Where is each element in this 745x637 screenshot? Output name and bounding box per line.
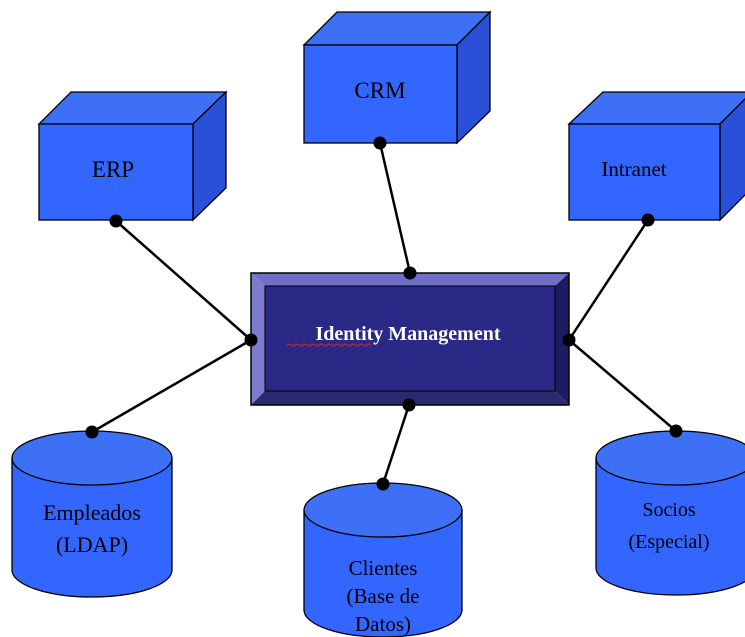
dot-hub-top <box>403 266 417 280</box>
intranet-box-front <box>568 123 721 221</box>
dot-empleados <box>85 425 99 439</box>
intranet-label: Intranet <box>601 157 666 181</box>
empleados-cylinder-top <box>11 430 173 486</box>
clientes-cylinder-top <box>303 482 463 538</box>
socios-cylinder-top <box>595 430 745 486</box>
connector-erp <box>115 220 252 341</box>
clientes-label-line2: (Base de <box>347 584 420 608</box>
socios-cylinder-body <box>595 458 745 596</box>
connector-empleados <box>91 338 252 434</box>
store-empleados: Empleados (LDAP) <box>11 430 173 598</box>
dot-intranet <box>641 213 655 227</box>
dot-erp <box>109 214 123 228</box>
erp-box-front <box>38 123 194 221</box>
connection-dots <box>85 136 683 491</box>
connector-crm <box>378 142 412 274</box>
connector-clientes <box>381 404 411 485</box>
empleados-label-line2: (LDAP) <box>56 532 128 557</box>
store-clientes: Clientes (Base de Datos) <box>303 482 463 637</box>
dot-hub-bottom <box>402 398 416 412</box>
socios-label-line2: (Especial) <box>628 531 709 553</box>
system-erp: ERP <box>37 90 228 222</box>
socios-label-line1: Socios <box>642 499 696 521</box>
hub-face <box>264 285 556 392</box>
connectors <box>91 142 677 485</box>
hub-label: Identity Management <box>316 323 501 345</box>
dot-clientes <box>376 477 390 491</box>
empleados-label-line1: Empleados <box>43 500 141 525</box>
dot-socios <box>669 424 683 438</box>
connector-socios <box>568 339 677 432</box>
crm-label: CRM <box>354 78 405 103</box>
intranet-box-top <box>567 91 745 125</box>
connector-intranet <box>567 219 650 341</box>
store-socios: Socios (Especial) <box>595 430 745 596</box>
hub-bevel-bottom <box>251 391 569 405</box>
hub-bevel-left <box>251 273 265 405</box>
clientes-label-line3: Datos) <box>355 612 411 636</box>
hub-bevel-right <box>555 273 569 405</box>
dot-crm <box>373 136 387 150</box>
clientes-cylinder-body <box>303 510 463 637</box>
empleados-cylinder-body <box>11 458 173 598</box>
dot-hub-right <box>562 333 576 347</box>
system-intranet: Intranet <box>567 91 745 222</box>
dot-hub-left <box>244 333 258 347</box>
identity-management-hub: Identity Management <box>250 272 570 406</box>
clientes-label-line1: Clientes <box>349 556 418 580</box>
system-crm: CRM <box>302 10 492 145</box>
erp-label: ERP <box>92 157 134 182</box>
spellcheck-underline <box>286 343 372 347</box>
crm-box-front <box>303 44 458 144</box>
